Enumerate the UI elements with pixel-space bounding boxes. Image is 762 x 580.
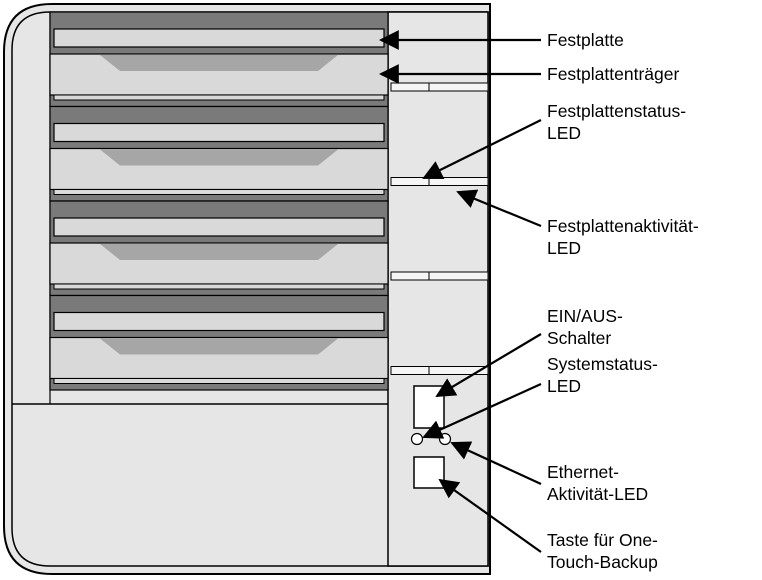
tray-handle [100,244,338,260]
tray-rail [53,189,385,195]
callout-arrows [379,30,542,553]
led-strips [390,82,489,375]
arrow-onetouch [438,478,542,553]
label-aktiv-led-2: LED [547,238,581,258]
arrow-ein-aus [435,333,542,398]
hard-disk [53,311,385,332]
hard-disk [53,122,385,143]
drive-bays [49,11,389,391]
led-strip [390,271,489,281]
tray-rail [53,283,385,290]
label-aktiv-led-1: Festplattenaktivität- [547,216,699,236]
label-ein-aus-1: EIN/AUS- [547,306,623,326]
callout-labels: Festplatte Festplattenträger Festplatten… [547,30,699,572]
led-strip [390,82,489,92]
arrow-aktivitaet-led [456,189,542,228]
label-status-led-2: LED [547,123,581,143]
tray-rail [53,94,385,101]
led-strip-frame [390,366,489,375]
arrow-systemstatus [422,382,542,439]
drive-bay [49,294,389,391]
label-sysstatus-1: Systemstatus- [547,354,658,374]
label-ethernet-2: Aktivität-LED [547,484,648,504]
label-sysstatus-2: LED [547,376,581,396]
label-traeger: Festplattenträger [547,64,679,84]
label-status-led-1: Festplattenstatus- [547,101,686,121]
tray-rail [53,378,385,384]
ethernet-activity-led [438,432,452,446]
hard-disk [53,28,385,48]
power-button[interactable] [413,385,445,429]
tray-handle [100,55,338,71]
tray-handle [100,149,338,166]
drive-bay [49,11,389,108]
label-onetouch-1: Taste für One- [547,530,658,550]
label-ein-aus-2: Schalter [547,328,611,348]
led-strip-frame [390,177,489,186]
drive-bay [49,105,389,202]
led-strip-frame [390,271,489,281]
hard-disk [53,217,385,237]
drive-bay [49,200,389,297]
system-status-led [410,432,424,446]
led-strip [390,177,489,186]
label-ethernet-1: Ethernet- [547,462,619,482]
label-festplatte: Festplatte [547,30,624,50]
one-touch-backup-button[interactable] [413,456,445,489]
arrow-status-led [422,119,542,179]
led-strip-frame [390,82,489,92]
arrow-ethernet [450,441,542,485]
led-strip [390,366,489,375]
label-onetouch-2: Touch-Backup [547,552,658,572]
tray-handle [100,338,338,355]
